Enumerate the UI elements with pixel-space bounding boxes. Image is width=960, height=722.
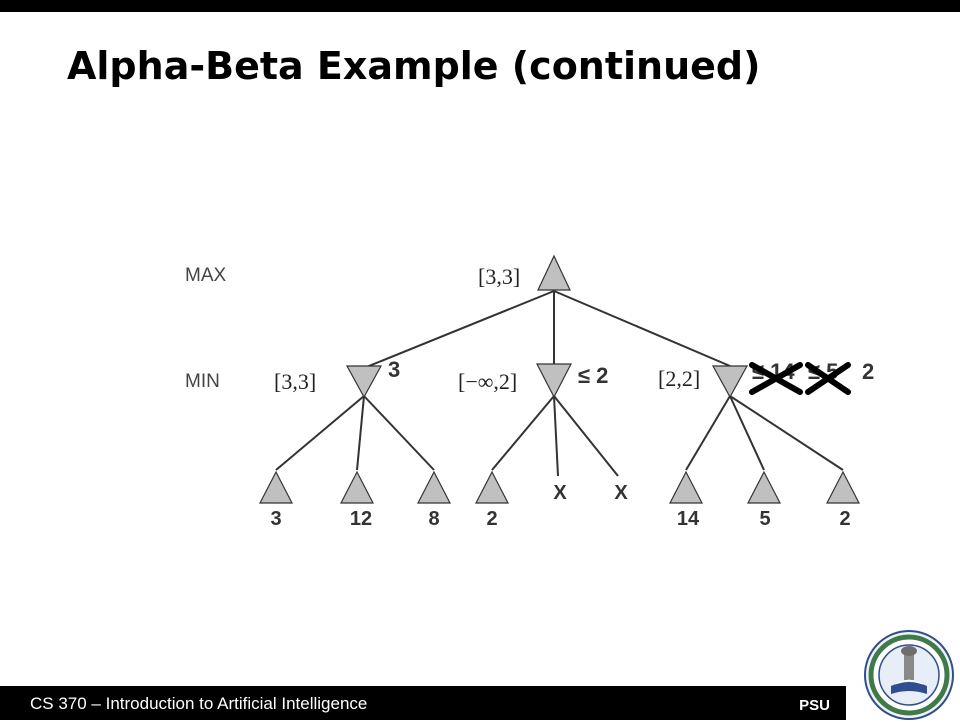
interval-min-3: [2,2] <box>658 366 700 391</box>
min-node-1 <box>345 365 383 399</box>
max-node-root <box>537 254 571 291</box>
level-label-min: MIN <box>185 371 220 392</box>
edge-min2-leaf3 <box>553 395 619 477</box>
leaf-node-8 <box>747 470 781 504</box>
leaf-value-3: 8 <box>428 508 439 530</box>
leaf-value-4: 2 <box>486 508 497 530</box>
leaf-value-7: 14 <box>677 508 700 530</box>
edge-min1-leaf1 <box>275 395 365 471</box>
edge-root-min1 <box>363 290 555 369</box>
min-annotation-3: 2 <box>862 359 874 384</box>
leaf-node-4 <box>475 470 509 504</box>
leaf-node-9 <box>826 470 860 504</box>
edge-root-min3 <box>553 290 731 367</box>
edge-min3-leaf1 <box>685 395 731 471</box>
interval-min-2: [−∞,2] <box>458 369 517 394</box>
min-node-3 <box>711 365 749 399</box>
footer-course-name: CS 370 – Introduction to Artificial Inte… <box>30 694 368 713</box>
edge-min3-leaf3 <box>729 395 844 471</box>
leaf-value-1: 3 <box>270 508 281 530</box>
leaf-pruned-6: X <box>614 482 628 504</box>
strike-cross-2 <box>805 362 851 395</box>
leaf-node-2 <box>340 470 374 504</box>
min-node-2 <box>536 363 572 399</box>
strike-cross-1 <box>749 362 803 395</box>
leaf-value-2: 12 <box>350 508 372 530</box>
min-annotation-1: 3 <box>388 357 400 382</box>
leaf-node-1 <box>259 470 293 504</box>
edge-min1-leaf2 <box>356 395 365 471</box>
leaf-value-9: 2 <box>839 508 850 530</box>
interval-root: [3,3] <box>478 264 520 289</box>
leaf-node-3 <box>417 470 451 504</box>
footer-bar: CS 370 – Introduction to Artificial Inte… <box>0 686 846 720</box>
edge-min1-leaf3 <box>363 395 435 471</box>
slide-title: Alpha-Beta Example (continued) <box>67 44 761 88</box>
leaf-value-8: 5 <box>759 508 770 530</box>
university-seal-logo <box>864 630 954 720</box>
leaf-pruned-5: X <box>553 482 567 504</box>
edge-min3-leaf2 <box>729 395 765 471</box>
footer-org-label: PSU <box>799 697 830 714</box>
leaf-node-7 <box>669 470 703 504</box>
edges-min <box>275 395 844 477</box>
interval-min-1: [3,3] <box>274 369 316 394</box>
edges-root <box>363 290 731 369</box>
top-bar <box>0 0 960 12</box>
edge-min2-leaf1 <box>491 395 555 471</box>
min-annotation-2: ≤ 2 <box>578 363 608 388</box>
edge-min2-leaf2 <box>553 395 559 477</box>
level-label-max: MAX <box>185 265 227 286</box>
